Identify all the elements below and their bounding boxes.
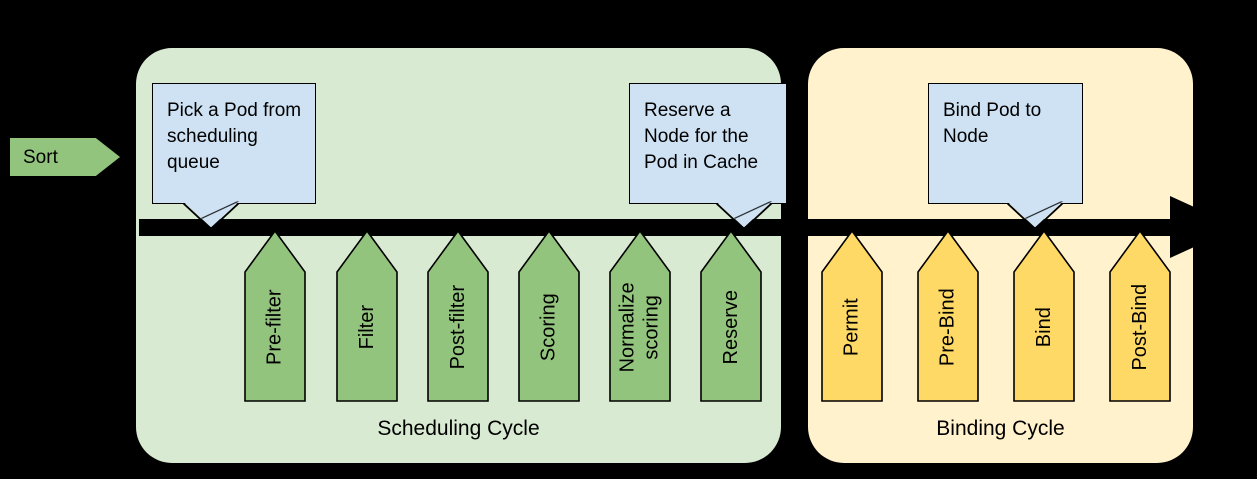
callout-pick-pod: Pick a Pod from scheduling queue (152, 83, 316, 230)
plugin-arrow-label: Scoring (537, 293, 560, 361)
plugin-arrow-shape (244, 230, 306, 402)
plugin-arrow-label: Bind (1032, 306, 1055, 348)
timeline-arrowhead-icon (1170, 196, 1238, 258)
plugin-arrow-filter: Filter (336, 230, 398, 402)
callout-bind-pod: Bind Pod to Node (928, 83, 1083, 230)
plugin-arrow-shape (609, 230, 671, 402)
plugin-arrow-post-filter: Post-filter (427, 230, 489, 402)
plugin-arrow-shape (1013, 230, 1075, 402)
callout-reserve-node: Reserve a Node for the Pod in Cache (629, 83, 787, 230)
plugin-arrow-bind: Bind (1013, 230, 1075, 402)
plugin-arrow-shape (917, 230, 979, 402)
plugin-arrow-shape (427, 230, 489, 402)
plugin-arrow-label: Normalize scoring (616, 281, 663, 373)
binding-cycle-label: Binding Cycle (936, 417, 1065, 440)
plugin-arrow-shape (1109, 230, 1171, 402)
plugin-arrow-label: Post-filter (446, 284, 469, 370)
scheduling-cycle-label: Scheduling Cycle (377, 417, 540, 440)
plugin-arrow-shape (821, 230, 883, 402)
plugin-arrow-label: Pre-Bind (936, 288, 959, 366)
plugin-arrow-label: Filter (355, 304, 378, 350)
plugin-arrow-pre-bind: Pre-Bind (917, 230, 979, 402)
plugin-arrow-label: Permit (840, 298, 863, 356)
sort-label: Sort (23, 146, 58, 168)
plugin-arrow-pre-filter: Pre-filter (244, 230, 306, 402)
callout-bind-pod-text: Bind Pod to Node (943, 100, 1042, 148)
callout-reserve-node-text: Reserve a Node for the Pod in Cache (644, 100, 759, 174)
plugin-arrow-shape (518, 230, 580, 402)
plugin-arrow-shape (336, 230, 398, 402)
plugin-arrow-label: Post-Bind (1128, 283, 1151, 371)
plugin-arrow-permit: Permit (821, 230, 883, 402)
plugin-arrow-label: Reserve (719, 289, 742, 365)
plugin-arrow-reserve: Reserve (700, 230, 762, 402)
plugin-arrow-scoring: Scoring (518, 230, 580, 402)
plugin-arrow-label: Pre-filter (263, 289, 286, 365)
plugin-arrow-normalize-scoring: Normalize scoring (609, 230, 671, 402)
timeline-bar (139, 219, 1222, 236)
plugin-arrow-shape (700, 230, 762, 402)
callout-pick-pod-text: Pick a Pod from scheduling queue (167, 100, 302, 174)
sort-entry-arrow: Sort (10, 138, 120, 176)
plugin-arrow-post-bind: Post-Bind (1109, 230, 1171, 402)
